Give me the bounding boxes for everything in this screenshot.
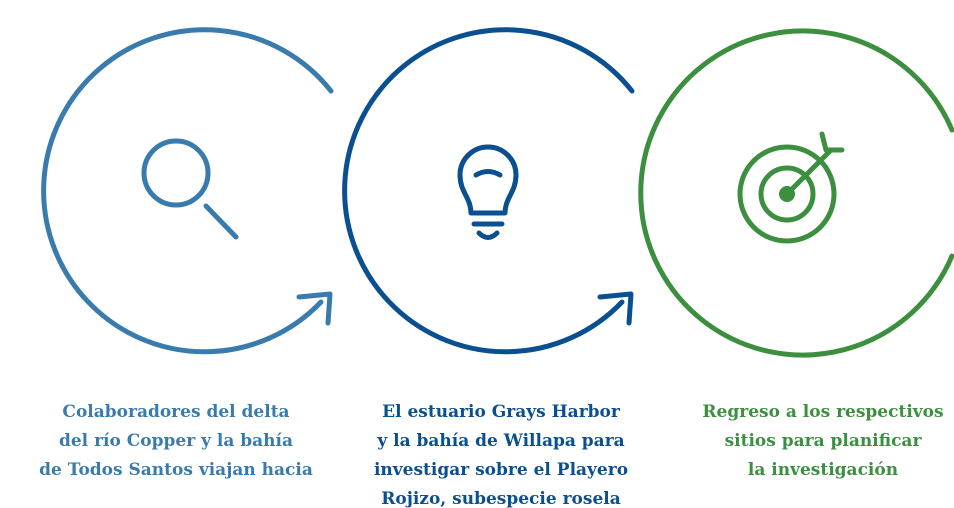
magnifier-icon <box>141 138 239 240</box>
step-2-arrowhead <box>597 291 634 326</box>
step-1-cycle <box>41 27 334 355</box>
step-3-circle-arc <box>638 28 954 358</box>
target-icon <box>737 131 845 244</box>
step-2-circle-arc <box>342 27 635 355</box>
target-bullseye-icon <box>779 186 795 202</box>
step-3-cycle <box>638 28 954 358</box>
step-1-arrowhead <box>296 291 333 326</box>
step-3-caption: Regreso a los respectivos sitios para pl… <box>702 402 944 480</box>
step-2-cycle <box>342 27 635 355</box>
step-1-caption: Colaboradores del delta del río Copper y… <box>39 402 313 480</box>
step-2-caption: El estuario Grays Harbor y la bahía de W… <box>373 402 629 508</box>
step-1-circle-arc <box>41 27 334 355</box>
lightbulb-icon <box>457 144 519 240</box>
